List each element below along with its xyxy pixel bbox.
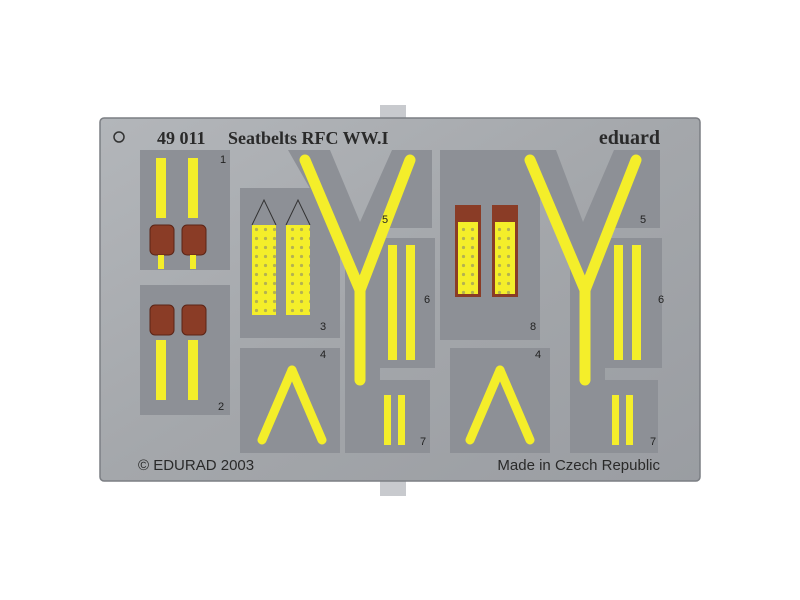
- part-number-7: 7: [420, 436, 426, 448]
- copyright-text: © EDURAD 2003: [138, 457, 254, 474]
- part-4-vstrap: [257, 365, 327, 445]
- fret-marker-circle: [113, 131, 125, 143]
- part-number-3: 3: [320, 321, 326, 333]
- part-number-4-right: 4: [535, 349, 541, 361]
- part-number-2: 2: [218, 401, 224, 413]
- part-1-belts: [149, 158, 207, 269]
- part-3-pads: [251, 198, 311, 315]
- part-number-4: 4: [320, 349, 326, 361]
- part-5-yharness-right: [524, 154, 642, 386]
- part-number-6: 6: [424, 294, 430, 306]
- part-6-straps: [388, 245, 641, 360]
- part-number-7-right: 7: [650, 436, 656, 448]
- sprue-tab-bottom: [380, 478, 406, 496]
- part-8-pads: [455, 205, 518, 297]
- part-number-1: 1: [220, 154, 226, 166]
- part-number-5-right: 5: [640, 214, 646, 226]
- part-4-vstrap-right: [465, 365, 535, 445]
- part-number-5: 5: [382, 214, 388, 226]
- origin-text: Made in Czech Republic: [497, 457, 660, 474]
- product-title: Seatbelts RFC WW.I: [228, 128, 389, 148]
- part-number-8: 8: [530, 321, 536, 333]
- part-number-6-right: 6: [658, 294, 664, 306]
- brand-logo-text: eduard: [599, 127, 660, 149]
- part-2-belts: [149, 304, 207, 400]
- part-7-straps: [384, 395, 633, 445]
- product-number: 49 011: [157, 128, 206, 148]
- part-5-yharness: [299, 154, 416, 386]
